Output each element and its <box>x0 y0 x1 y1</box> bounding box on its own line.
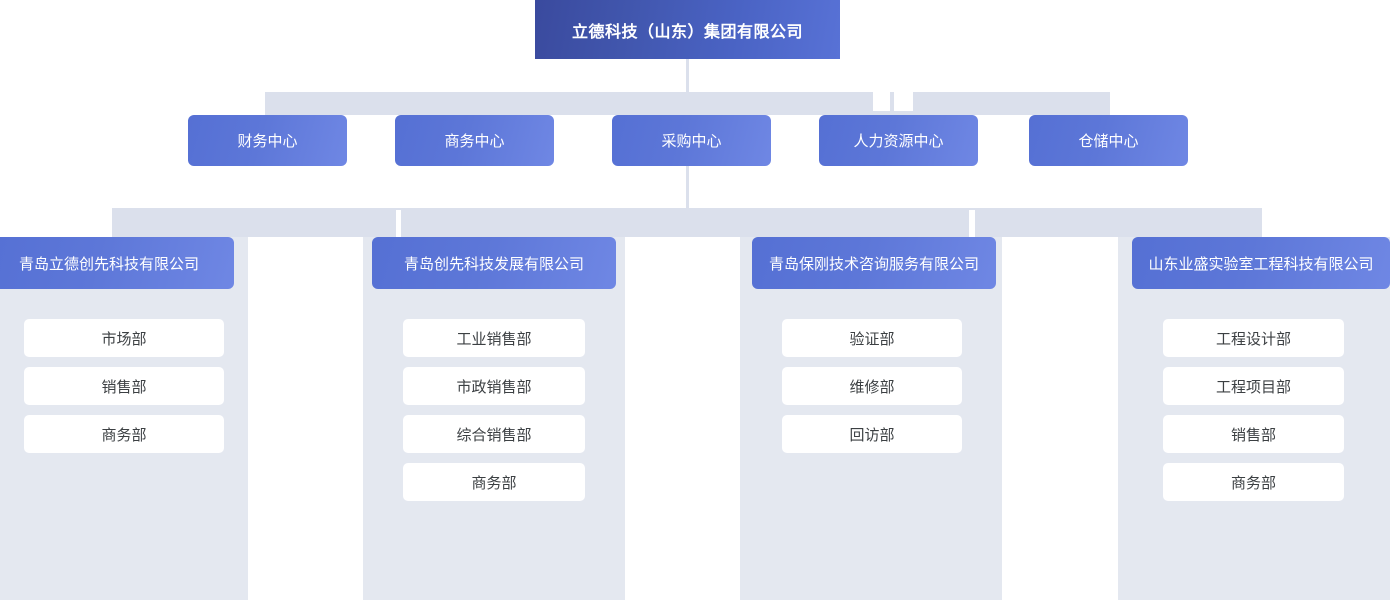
department-box[interactable]: 综合销售部 <box>403 415 585 453</box>
subsidiary-header-4[interactable]: 山东业盛实验室工程科技有限公司 <box>1132 237 1390 289</box>
subsidiary-header-3[interactable]: 青岛保刚技术咨询服务有限公司 <box>752 237 996 289</box>
department-box[interactable]: 工程设计部 <box>1163 319 1344 357</box>
department-box[interactable]: 市政销售部 <box>403 367 585 405</box>
connector-level3-bar <box>112 208 1262 237</box>
department-box[interactable]: 市场部 <box>24 319 224 357</box>
center-row: 财务中心 商务中心 采购中心 人力资源中心 仓储中心 <box>0 115 1390 166</box>
department-box[interactable]: 商务部 <box>1163 463 1344 501</box>
connector-root-vertical <box>686 59 689 92</box>
center-node-business[interactable]: 商务中心 <box>395 115 554 166</box>
center-node-finance[interactable]: 财务中心 <box>188 115 347 166</box>
subsidiary-column-1: 青岛立德创先科技有限公司 市场部 销售部 商务部 <box>0 237 248 600</box>
department-box[interactable]: 工业销售部 <box>403 319 585 357</box>
center-node-purchasing[interactable]: 采购中心 <box>612 115 771 166</box>
subsidiary-column-2: 青岛创先科技发展有限公司 工业销售部 市政销售部 综合销售部 商务部 <box>363 237 625 600</box>
connector-level2-notch-right <box>894 92 913 111</box>
department-box[interactable]: 销售部 <box>1163 415 1344 453</box>
subsidiary-columns: 青岛立德创先科技有限公司 市场部 销售部 商务部 青岛创先科技发展有限公司 工业… <box>0 237 1390 600</box>
subsidiary-header-1[interactable]: 青岛立德创先科技有限公司 <box>0 237 234 289</box>
center-node-hr[interactable]: 人力资源中心 <box>819 115 978 166</box>
department-list-2: 工业销售部 市政销售部 综合销售部 商务部 <box>403 319 585 511</box>
department-box[interactable]: 销售部 <box>24 367 224 405</box>
department-box[interactable]: 维修部 <box>782 367 962 405</box>
department-box[interactable]: 工程项目部 <box>1163 367 1344 405</box>
subsidiary-column-3: 青岛保刚技术咨询服务有限公司 验证部 维修部 回访部 <box>740 237 1002 600</box>
department-box[interactable]: 商务部 <box>24 415 224 453</box>
connector-level3-vertical <box>686 166 689 208</box>
connector-level3-notch-b <box>969 210 975 237</box>
connector-level2-notch-left <box>873 92 890 111</box>
subsidiary-header-2[interactable]: 青岛创先科技发展有限公司 <box>372 237 616 289</box>
root-node[interactable]: 立德科技（山东）集团有限公司 <box>535 0 840 59</box>
department-list-3: 验证部 维修部 回访部 <box>782 319 962 463</box>
department-box[interactable]: 回访部 <box>782 415 962 453</box>
subsidiary-column-4: 山东业盛实验室工程科技有限公司 工程设计部 工程项目部 销售部 商务部 <box>1118 237 1390 600</box>
center-node-warehouse[interactable]: 仓储中心 <box>1029 115 1188 166</box>
department-list-4: 工程设计部 工程项目部 销售部 商务部 <box>1163 319 1344 511</box>
department-box[interactable]: 商务部 <box>403 463 585 501</box>
connector-level2-bar <box>265 92 1110 115</box>
connector-level3-notch-a <box>396 210 401 237</box>
department-box[interactable]: 验证部 <box>782 319 962 357</box>
department-list-1: 市场部 销售部 商务部 <box>24 319 224 463</box>
